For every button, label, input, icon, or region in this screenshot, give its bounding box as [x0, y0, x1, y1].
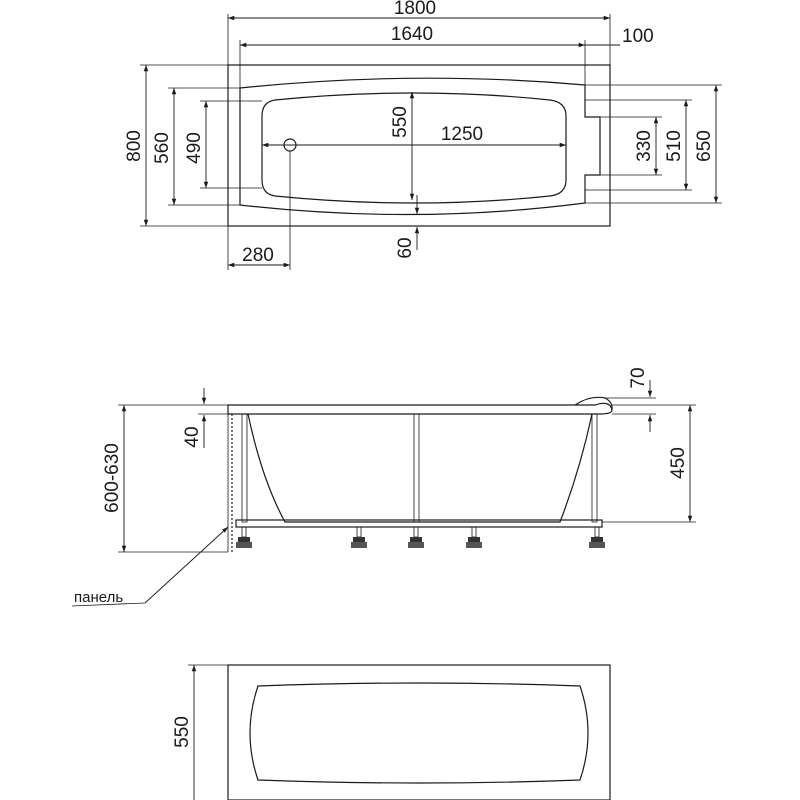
dim-label-550-front: 550 — [172, 716, 193, 748]
dim-label-1800: 1800 — [394, 0, 436, 19]
dim-label-100: 100 — [622, 26, 654, 47]
top-view: 1800 1640 100 800 560 490 550 1250 — [124, 0, 722, 270]
dim-label-600-630: 600-630 — [102, 443, 123, 513]
dim-label-70: 70 — [628, 367, 649, 388]
dim-label-490: 490 — [184, 132, 205, 164]
dim-label-450: 450 — [668, 447, 689, 479]
dim-label-560: 560 — [152, 132, 173, 164]
dim-label-40: 40 — [182, 426, 203, 447]
dim-label-330: 330 — [634, 130, 655, 162]
dim-label-800: 800 — [124, 130, 145, 162]
top-outer-rim — [227, 64, 611, 227]
top-bowl — [261, 92, 567, 204]
dim-label-1250: 1250 — [441, 124, 483, 145]
dim-label-280: 280 — [242, 245, 274, 266]
frame-legs — [241, 413, 598, 523]
dim-label-1640: 1640 — [391, 24, 433, 45]
adjustable-feet — [236, 526, 605, 548]
dim-label-650: 650 — [694, 130, 715, 162]
panel-leader-line — [144, 526, 229, 604]
frame-rail — [235, 519, 603, 528]
dim-label-510: 510 — [664, 130, 685, 162]
dim-label-550-top: 550 — [390, 106, 411, 138]
side-rim — [227, 402, 613, 415]
panel-label: панель — [74, 589, 123, 606]
dim-label-60: 60 — [395, 237, 416, 258]
side-view: 600-630 40 70 450 панель — [71, 367, 696, 607]
side-bowl — [247, 413, 593, 523]
front-outer — [227, 664, 611, 800]
front-inner-panel — [249, 682, 589, 784]
front-view: 550 — [172, 664, 611, 800]
